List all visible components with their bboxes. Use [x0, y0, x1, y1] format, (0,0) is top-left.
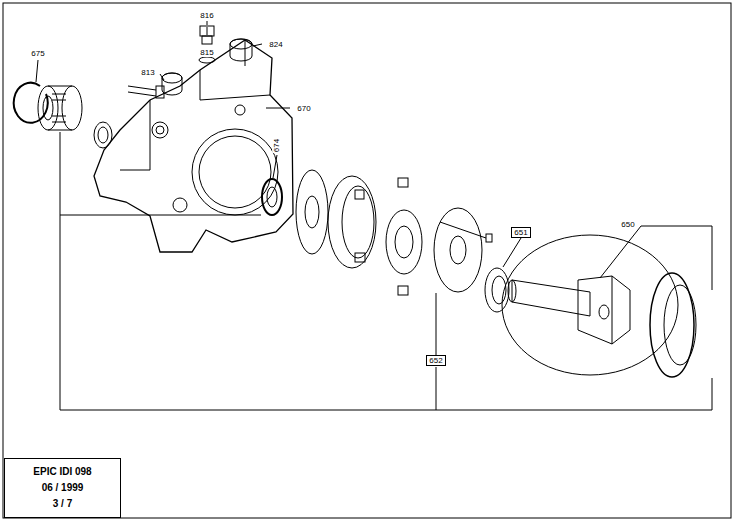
shaft	[508, 276, 630, 344]
plate	[434, 208, 482, 292]
hub	[386, 210, 422, 274]
callout-box: 652	[426, 355, 446, 366]
callout-number: 651	[513, 228, 529, 237]
bearing	[650, 273, 696, 377]
title-block-text: 3 / 7	[9, 496, 116, 512]
sheet-frame	[3, 3, 731, 518]
title-block-text: EPIC IDI 098	[9, 464, 116, 480]
housing	[94, 40, 293, 252]
plug	[200, 26, 214, 44]
bolt	[128, 86, 164, 98]
callout-box: 651	[511, 227, 531, 238]
cap	[230, 39, 252, 61]
title-block: EPIC IDI 09806 / 19993 / 7	[4, 458, 121, 518]
leader-line	[36, 21, 712, 410]
pad	[355, 178, 408, 295]
callout-number: 816	[199, 11, 214, 20]
ring	[485, 268, 509, 312]
callout-number: 675	[30, 49, 45, 58]
disc	[296, 170, 328, 254]
callout-number: 815	[199, 48, 214, 57]
bearing	[38, 86, 82, 130]
title-block-text: 06 / 1999	[9, 480, 116, 496]
callout-number: 824	[268, 40, 283, 49]
callout-number: 652	[428, 356, 444, 365]
callout-number: 813	[140, 68, 155, 77]
seal	[262, 179, 282, 215]
cap	[162, 73, 182, 95]
o-ring	[199, 57, 215, 63]
callout-number: 674	[272, 137, 281, 152]
ring	[328, 176, 376, 268]
bolt	[440, 222, 492, 242]
callout-number: 650	[620, 220, 635, 229]
callout-number: 670	[296, 104, 311, 113]
